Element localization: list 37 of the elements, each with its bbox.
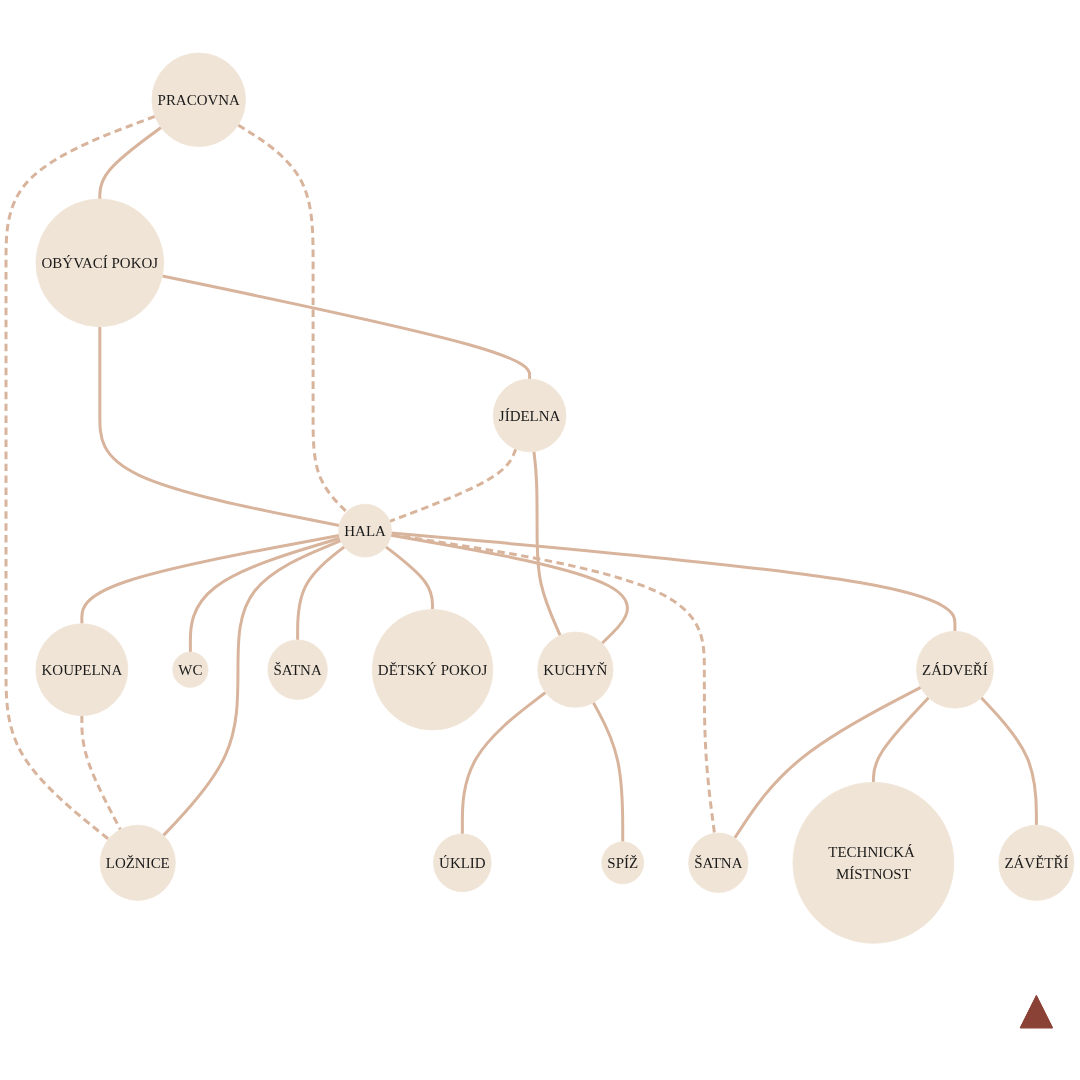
connector <box>162 274 532 379</box>
connector <box>389 448 518 523</box>
connector <box>4 114 156 840</box>
node-circle: TECHNICKÁ MÍSTNOST <box>792 781 955 944</box>
connector <box>98 326 340 527</box>
node-circle: ZÁDVEŘÍ <box>916 630 994 709</box>
connector <box>80 533 340 624</box>
connector <box>98 125 162 199</box>
node-circle: DĚTSKÝ POKOJ <box>371 608 494 730</box>
connector <box>384 545 435 609</box>
node-circle: KOUPELNA <box>35 623 129 716</box>
node-circle: HALA <box>338 503 392 557</box>
node-circle: ŠATNA <box>267 639 328 700</box>
connector <box>188 536 341 652</box>
node-circle: ÚKLID <box>433 833 492 892</box>
node-circle: JÍDELNA <box>492 378 567 452</box>
connector <box>390 532 716 834</box>
connector <box>592 701 625 842</box>
node-circle: ZÁVĚTŘÍ <box>998 824 1075 901</box>
connector <box>296 545 346 640</box>
connector <box>391 531 957 631</box>
connector <box>733 685 922 839</box>
node-circle: PRACOVNA <box>151 52 246 147</box>
connector <box>980 696 1038 825</box>
node-circle: ŠATNA <box>688 832 749 893</box>
node-circle: LOŽNICE <box>99 824 176 901</box>
node-circle: WC <box>172 651 209 688</box>
node-circle: OBÝVACÍ POKOJ <box>35 198 165 327</box>
connector <box>532 451 562 636</box>
node-circle: SPÍŽ <box>601 841 645 884</box>
connector <box>390 533 629 644</box>
connector <box>871 696 930 782</box>
node-circle: KUCHYŇ <box>537 631 614 708</box>
connector <box>460 691 547 834</box>
connector <box>80 715 122 830</box>
connector <box>237 123 348 513</box>
connector <box>162 538 342 836</box>
